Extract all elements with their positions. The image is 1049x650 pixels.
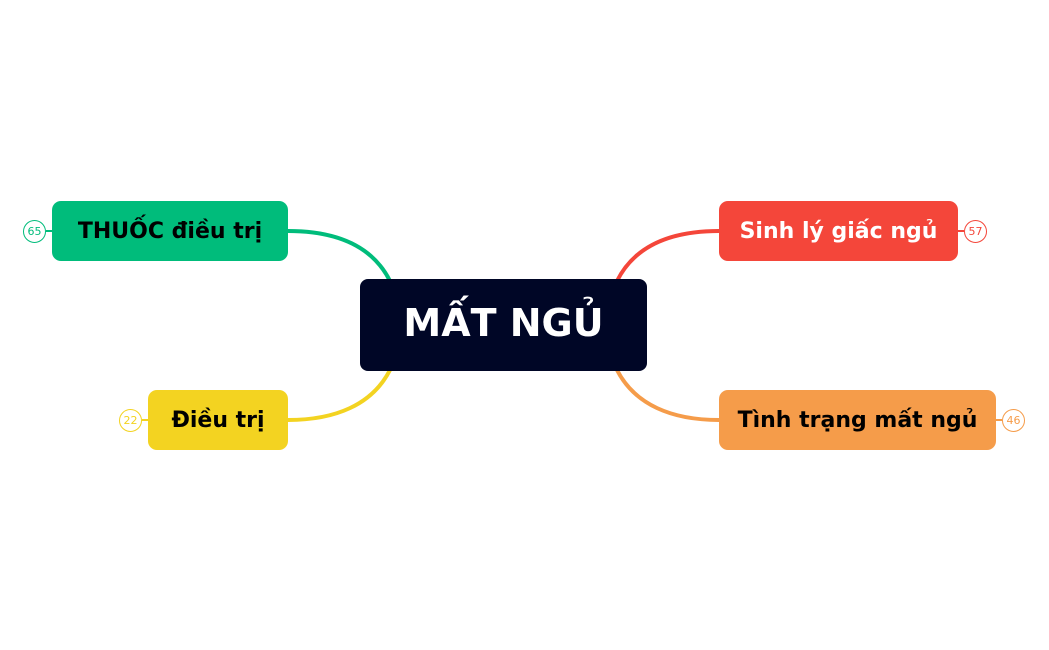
topic-tinh-trang-mat-ngu[interactable]: Tình trạng mất ngủ: [719, 390, 996, 450]
connector-dieutri: [286, 368, 392, 422]
topic-thuoc-dieu-tri[interactable]: THUỐC điều trị: [52, 201, 288, 261]
topic-sinh-ly-giac-ngu[interactable]: Sinh lý giấc ngủ: [719, 201, 958, 261]
connector-thuoc: [286, 229, 392, 283]
topic-label: Điều trị: [171, 407, 265, 433]
central-topic-label: MẤT NGỦ: [403, 301, 604, 345]
connector-sinhly: [615, 229, 721, 283]
badge-count: 65: [27, 225, 42, 238]
collapsed-count-badge-tinhtrang[interactable]: 46: [1002, 409, 1025, 432]
topic-label: Tình trạng mất ngủ: [737, 407, 978, 433]
topic-label: THUỐC điều trị: [77, 218, 263, 244]
collapsed-count-badge-dieutri[interactable]: 22: [119, 409, 142, 432]
connector-tinhtrang: [615, 368, 721, 422]
topic-dieu-tri[interactable]: Điều trị: [148, 390, 288, 450]
topic-label: Sinh lý giấc ngủ: [739, 218, 938, 244]
badge-count: 22: [123, 414, 138, 427]
central-topic[interactable]: MẤT NGỦ: [360, 279, 647, 371]
collapsed-count-badge-sinhly[interactable]: 57: [964, 220, 987, 243]
badge-count: 46: [1006, 414, 1021, 427]
badge-count: 57: [968, 225, 983, 238]
collapsed-count-badge-thuoc[interactable]: 65: [23, 220, 46, 243]
